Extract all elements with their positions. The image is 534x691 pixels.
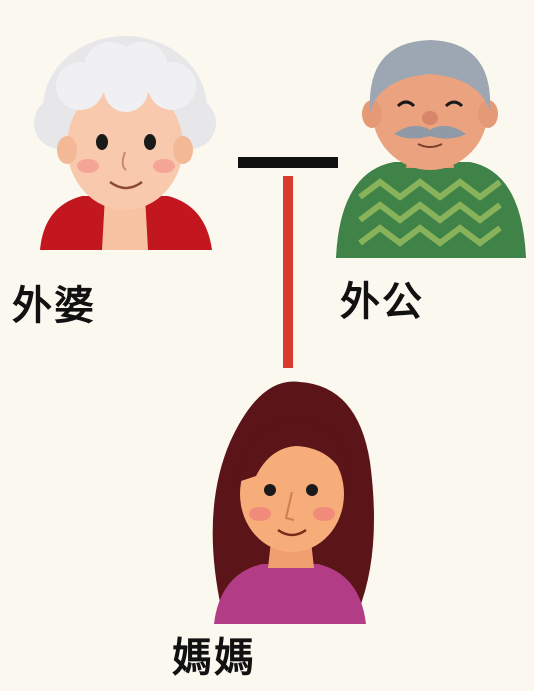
grandfather-avatar-icon	[336, 40, 526, 258]
grandfather-label: 外公	[340, 279, 424, 325]
descent-line	[283, 176, 293, 368]
mother-avatar-icon	[212, 381, 374, 624]
marriage-line	[238, 157, 338, 168]
grandmother-label: 外婆	[12, 283, 96, 329]
grandmother-avatar-icon	[34, 36, 216, 250]
mother-label: 媽媽	[172, 635, 256, 681]
